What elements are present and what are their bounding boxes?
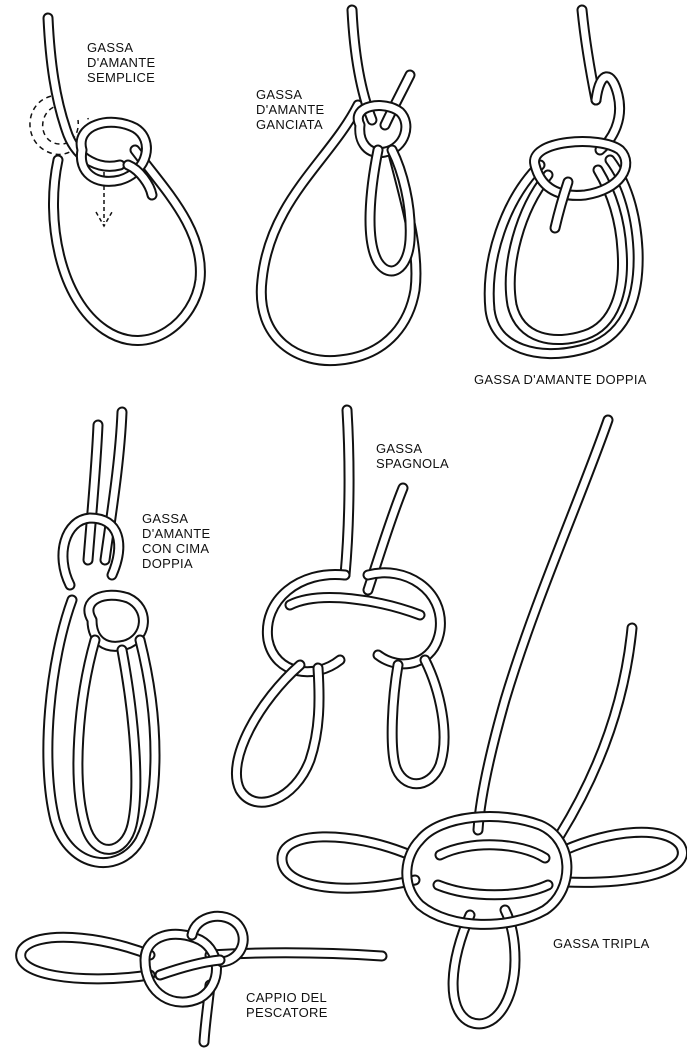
label-gassa-amante-cima-doppia: GASSA D'AMANTE CON CIMA DOPPIA <box>142 511 210 571</box>
label-line: GASSA <box>376 441 449 456</box>
label-line: GASSA <box>142 511 210 526</box>
rope-fill <box>78 640 136 849</box>
knot-drawing-cappio-pescatore <box>21 916 382 1042</box>
rope-fill <box>267 574 345 671</box>
label-line: D'AMANTE <box>142 526 210 541</box>
label-line: GASSA D'AMANTE DOPPIA <box>474 372 647 387</box>
rope-outline <box>560 628 632 835</box>
label-cappio-pescatore: CAPPIO DEL PESCATORE <box>246 990 328 1020</box>
label-line: PESCATORE <box>246 1005 328 1020</box>
rope-fill <box>560 628 632 835</box>
label-line: GASSA <box>256 87 324 102</box>
label-line: SPAGNOLA <box>376 456 449 471</box>
label-line: GANCIATA <box>256 117 324 132</box>
rope-fill <box>345 410 349 575</box>
rope-fill <box>438 845 548 895</box>
label-gassa-amante-ganciata: GASSA D'AMANTE GANCIATA <box>256 87 324 132</box>
label-line: DOPPIA <box>142 556 210 571</box>
label-line: D'AMANTE <box>87 55 155 70</box>
label-line: GASSA <box>87 40 155 55</box>
knot-drawing-gassa-amante-ganciata <box>261 10 416 361</box>
knot-drawing-gassa-amante-cima-doppia <box>48 412 155 863</box>
knot-drawing-gassa-amante-doppia <box>489 10 638 354</box>
label-gassa-amante-doppia: GASSA D'AMANTE DOPPIA <box>474 372 647 387</box>
label-line: CON CIMA <box>142 541 210 556</box>
label-line: SEMPLICE <box>87 70 155 85</box>
rope-fill <box>236 665 319 802</box>
rope-short-standing-part <box>560 628 632 835</box>
label-line: GASSA TRIPLA <box>553 936 650 951</box>
label-gassa-amante-semplice: GASSA D'AMANTE SEMPLICE <box>87 40 155 85</box>
label-line: D'AMANTE <box>256 102 324 117</box>
rope-fill <box>478 420 608 830</box>
label-line: CAPPIO DEL <box>246 990 328 1005</box>
knot-drawing-gassa-tripla <box>282 420 683 1024</box>
label-gassa-tripla: GASSA TRIPLA <box>553 936 650 951</box>
label-gassa-spagnola: GASSA SPAGNOLA <box>376 441 449 471</box>
